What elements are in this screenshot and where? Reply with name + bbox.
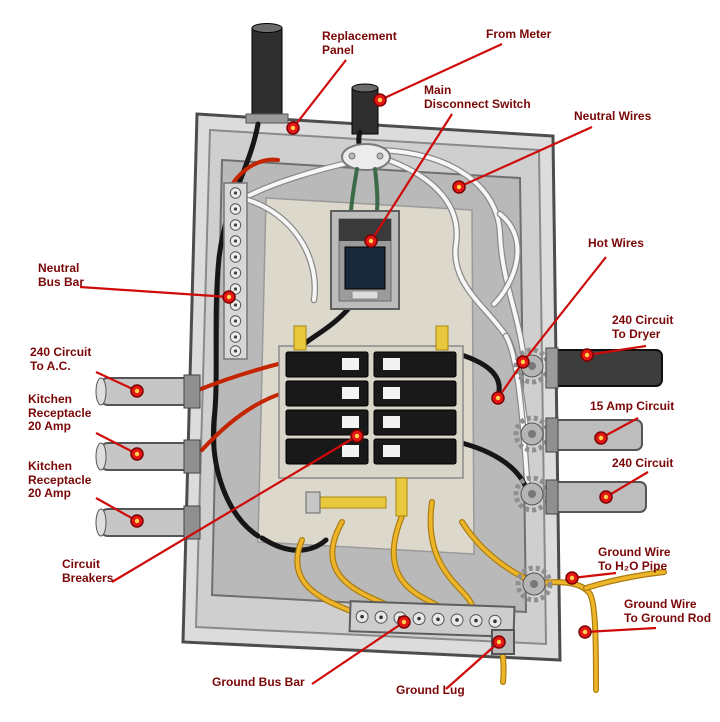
label-ground-wire-rod: Ground Wire To Ground Rod: [624, 597, 712, 625]
circuit-breakers-block: [278, 325, 464, 517]
label-ground-bus-bar: Ground Bus Bar: [212, 675, 305, 689]
label-hot-wires: Hot Wires: [588, 236, 644, 250]
label-ground-wire-h2o: Ground Wire To H₂O Pipe: [598, 545, 671, 573]
label-240-circuit: 240 Circuit: [612, 456, 674, 470]
ground-wires: [294, 499, 667, 693]
callout-lines: [79, 43, 657, 690]
ground-bus-bar: [348, 600, 516, 638]
left-cables: [95, 374, 201, 540]
red-wires: [194, 157, 288, 452]
main-disconnect-switch: [330, 129, 400, 310]
label-kitchen-receptacle-1: Kitchen Receptacle 20 Amp: [28, 392, 92, 434]
neutral-wires: [244, 146, 532, 496]
label-neutral-wires: Neutral Wires: [574, 109, 652, 123]
neutral-bus-bar: [223, 182, 248, 360]
label-replacement-panel: Replacement Panel: [322, 29, 397, 57]
label-neutral-bus-bar: Neutral Bus Bar: [38, 261, 85, 289]
label-main-disconnect: Main Disconnect Switch: [424, 83, 531, 111]
label-240-circuit-dryer: 240 Circuit To Dryer: [612, 313, 674, 341]
label-240-circuit-ac: 240 Circuit To A.C.: [30, 345, 92, 373]
label-from-meter: From Meter: [486, 27, 552, 41]
label-circuit-breakers: Circuit Breakers: [62, 557, 114, 585]
conduit-pipes: [245, 23, 379, 135]
label-kitchen-receptacle-2: Kitchen Receptacle 20 Amp: [28, 459, 92, 501]
label-15-amp-circuit: 15 Amp Circuit: [590, 399, 675, 413]
right-cables: [545, 347, 663, 515]
label-ground-lug: Ground Lug: [396, 683, 465, 697]
